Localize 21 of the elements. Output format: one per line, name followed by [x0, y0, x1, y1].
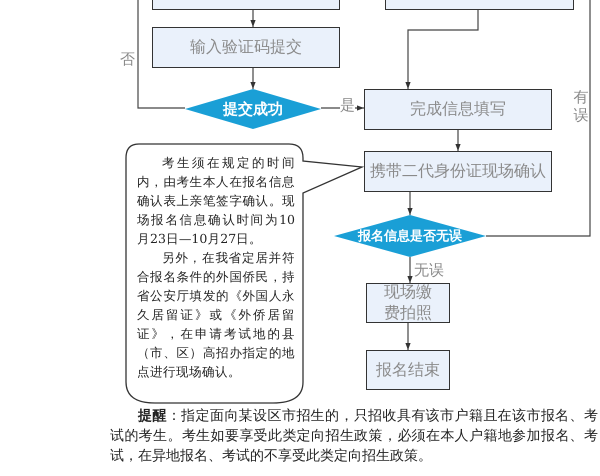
- arrow: [250, 68, 256, 89]
- note-paragraph: 提醒：指定面向某设区市招生的，只招收具有该市户籍且在该市报名、考试的考生。考生如要享受此类定向招生政策，必须在本人户籍地参加报名、考试，在异地报名、考试的不享受此类定向招生政策。: [110, 407, 598, 466]
- arrow: [405, 323, 411, 350]
- edge-label: 否: [120, 50, 135, 68]
- connector-line: [137, 0, 185, 109]
- edge-label: 是: [340, 96, 355, 114]
- process-box: 输入验证码提交: [152, 27, 340, 68]
- arrow: [250, 10, 256, 27]
- arrow: [407, 257, 413, 283]
- process-box: 完成信息填写: [364, 89, 552, 130]
- arrow: [405, 10, 479, 89]
- decision-diamond: 报名信息是否无误: [334, 215, 486, 257]
- edge-label: 有误: [573, 88, 589, 124]
- connector-line: [486, 0, 591, 237]
- edge-label: 无误: [414, 261, 444, 279]
- process-box: 报名结束: [366, 350, 450, 390]
- decision-diamond: 提交成功: [185, 89, 321, 129]
- arrow: [407, 192, 413, 215]
- process-box: 现场缴费拍照: [366, 283, 450, 323]
- arrow: [455, 130, 461, 151]
- process-box: 携带二代身份证现场确认: [364, 151, 552, 192]
